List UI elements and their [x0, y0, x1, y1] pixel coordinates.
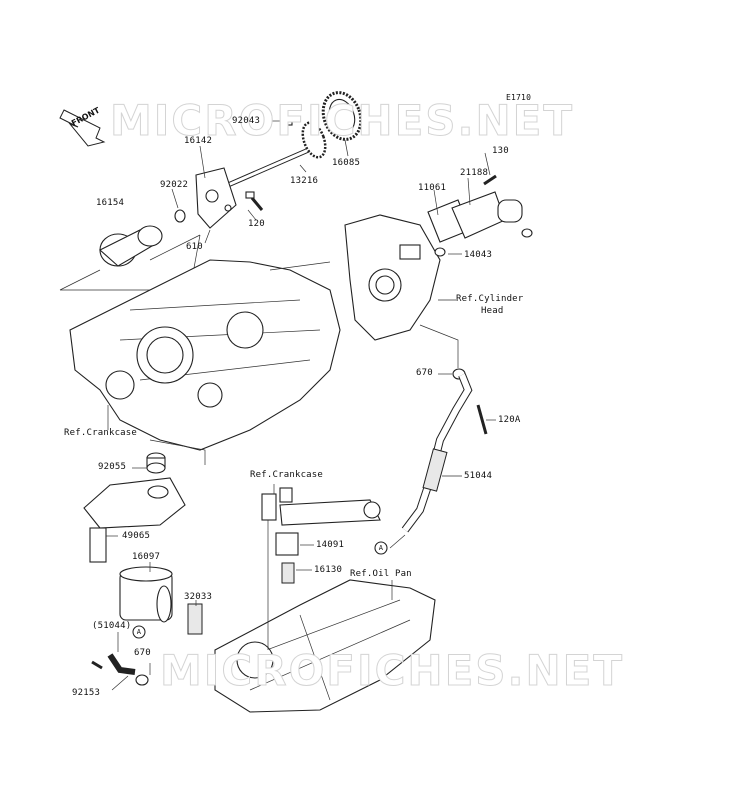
label-16085: 16085: [332, 158, 361, 168]
label-ref-crankcase-center: Ref.Crankcase: [250, 470, 324, 480]
label-120: 120: [248, 219, 265, 229]
housing-21188: [451, 191, 533, 239]
label-14043: 14043: [464, 250, 493, 260]
gear-16085: [321, 91, 363, 141]
crankcase: [69, 259, 341, 451]
oring-670-lower: [135, 674, 149, 686]
label-92043: 92043: [232, 116, 261, 126]
valve-16130: [281, 562, 295, 584]
label-32033: 32033: [184, 592, 213, 602]
connector-a-upper-label: A: [378, 544, 384, 552]
oil-pan-ref: [214, 579, 436, 713]
pipe-32033: [187, 603, 203, 635]
label-610: 610: [186, 242, 203, 252]
strainer-49065: [83, 477, 186, 563]
cylinder-head-ref: [344, 214, 441, 341]
label-51044: 51044: [464, 471, 493, 481]
label-13216: 13216: [290, 176, 319, 186]
front-arrow-icon: [59, 109, 106, 147]
collar-14091: [275, 532, 299, 556]
label-120a: 120A: [498, 415, 521, 425]
label-130: 130: [492, 146, 509, 156]
label-16097: 16097: [132, 552, 161, 562]
connector-a-lower-label: A: [136, 628, 142, 636]
plug-14043: [434, 247, 446, 257]
label-92153: 92153: [72, 688, 101, 698]
washer-92022: [174, 209, 186, 223]
label-92022: 92022: [160, 180, 189, 190]
bolt-92153: [91, 660, 103, 670]
pipe-51044: [401, 373, 473, 533]
leader-lines: [106, 120, 496, 691]
plate-16142: [195, 167, 237, 229]
label-16154: 16154: [96, 198, 125, 208]
pipe-crankcase-ref: [261, 487, 381, 526]
bolt-120a: [476, 404, 488, 435]
label-ref-cylinder: Ref.Cylinder: [456, 294, 524, 304]
label-49065: 49065: [122, 531, 151, 541]
label-16142: 16142: [184, 136, 213, 146]
label-21188: 21188: [460, 168, 489, 178]
label-ref-oil-pan: Ref.Oil Pan: [350, 569, 412, 579]
label-92055: 92055: [98, 462, 127, 472]
bolt-130: [483, 174, 497, 186]
label-11061: 11061: [418, 183, 447, 193]
label-ref-crankcase-left: Ref.Crankcase: [64, 428, 138, 438]
watermark-top: MICROFICHES.NET: [110, 96, 574, 146]
pipe-51044-ref: [107, 653, 136, 675]
bolt-120: [245, 191, 264, 211]
shaft-13216: [227, 119, 327, 188]
oil-filter-16097: [119, 566, 173, 623]
seal-92055: [146, 452, 166, 474]
label-14091: 14091: [316, 540, 345, 550]
label-ref-cylinder-head: Head: [481, 306, 504, 316]
watermark-bottom: MICROFICHES.NET: [160, 646, 624, 696]
connector-a-upper: [374, 541, 388, 555]
label-670-lower: 670: [134, 648, 151, 658]
label-670-upper: 670: [416, 368, 433, 378]
diagram-code: E1710: [506, 93, 532, 102]
label-51044-ref: (51044): [92, 621, 132, 631]
connector-a-lower: [132, 625, 146, 639]
label-16130: 16130: [314, 565, 343, 575]
